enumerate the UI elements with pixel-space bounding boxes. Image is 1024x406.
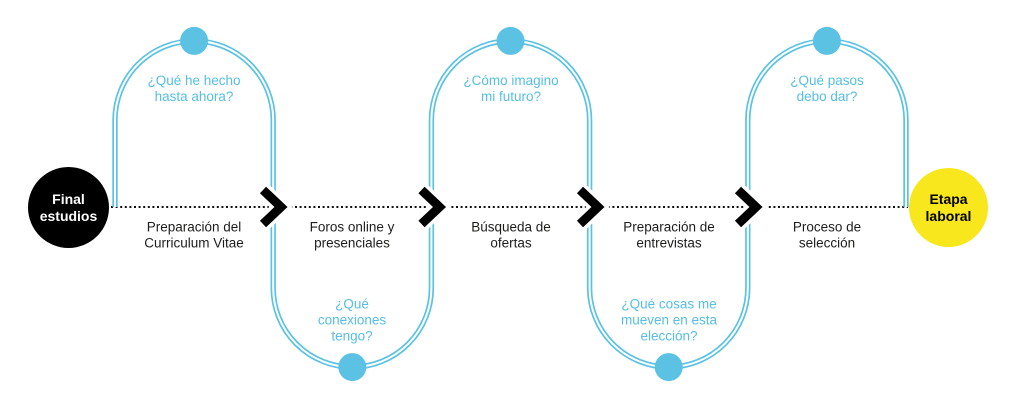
loop-node-dots — [180, 26, 841, 382]
milestone-end-circle: Etapa laboral — [909, 168, 988, 247]
milestone-start-circle: Final estudios — [28, 167, 109, 248]
loop-node-dot-top-2 — [496, 26, 525, 55]
loop-node-dot-bottom-1 — [338, 353, 367, 382]
chevron-right-icon — [734, 186, 763, 228]
loop-node-dot-top-3 — [812, 26, 841, 55]
milestone-end-label: Etapa laboral — [925, 191, 972, 224]
loop-node-dot-bottom-2 — [654, 353, 683, 382]
loop-node-dot-top-1 — [180, 26, 209, 55]
chevron-right-icon — [576, 186, 605, 228]
chevron-right-icon — [259, 186, 288, 228]
chevron-right-icon — [418, 186, 447, 228]
chevron-arrows — [257, 184, 768, 230]
journey-loop-path — [112, 38, 909, 370]
milestone-start-label: Final estudios — [39, 191, 98, 224]
journey-loop-path-inner-gap — [114, 39, 907, 369]
